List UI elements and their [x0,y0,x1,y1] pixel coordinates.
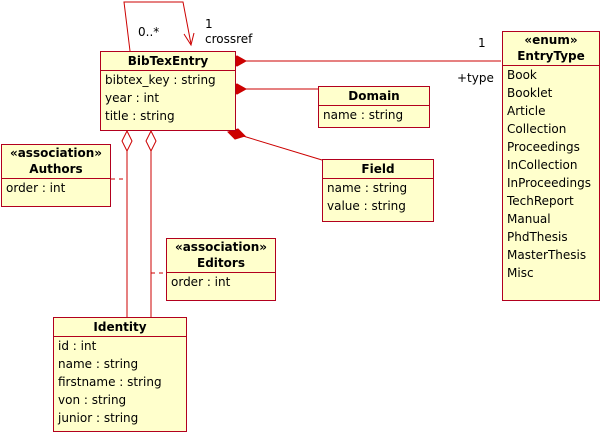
attribute-order: order : int [6,181,66,195]
enum-literal-book: Book [507,68,537,82]
association-stereotype: «association» [174,240,268,254]
attribute-bibtex-key: bibtex_key : string [105,73,216,87]
crossref-multiplicity-label: 0..* [138,25,160,39]
enum-literal-incollection: InCollection [507,158,578,172]
attribute-value: value : string [327,199,406,213]
enum-literal-booklet: Booklet [507,86,553,100]
class-name: BibTexEntry [127,54,209,68]
attribute-name: name : string [323,108,404,122]
class-bibtexentry[interactable]: BibTexEntry bibtex_key : string year : i… [100,51,236,131]
crossref-target-multiplicity-label: 1 [205,17,213,31]
class-name: Field [361,162,395,176]
association-name: Editors [197,256,245,270]
authors-aggregation-diamond [121,129,133,153]
association-class-authors[interactable]: «association» Authors order : int [1,144,111,207]
editors-aggregation-diamond [145,129,157,153]
attribute-firstname: firstname : string [58,375,162,389]
attribute-order: order : int [171,275,231,289]
association-class-editors[interactable]: «association» Editors order : int [166,238,276,301]
attribute-title: title : string [105,109,175,123]
association-name: Authors [29,162,83,176]
attribute-junior: junior : string [58,411,139,425]
association-stereotype: «association» [9,146,103,160]
enum-literal-article: Article [507,104,546,118]
attribute-von: von : string [58,393,127,407]
class-name: Identity [93,320,147,334]
attribute-year: year : int [105,91,160,105]
enum-literal-manual: Manual [507,212,551,226]
crossref-role-label: crossref [205,32,253,46]
crossref-arrowhead [183,32,195,47]
enum-literal-inproceedings: InProceedings [507,176,591,190]
crossref-self-association [123,1,192,52]
enum-entrytype[interactable]: «enum» EntryType Book Booklet Article Co… [502,31,600,301]
class-name: Domain [348,89,400,103]
attribute-name: name : string [58,357,139,371]
type-multiplicity-label: 1 [478,36,486,50]
enum-literal-techreport: TechReport [507,194,574,208]
enum-name: EntryType [517,49,585,63]
field-composition-line [242,135,323,161]
class-field[interactable]: Field name : string value : string [322,159,434,222]
attribute-id: id : int [58,339,97,353]
enum-literal-misc: Misc [507,266,534,280]
enum-literal-phdthesis: PhdThesis [507,230,568,244]
enum-literal-proceedings: Proceedings [507,140,580,154]
class-identity[interactable]: Identity id : int name : string firstnam… [53,317,187,432]
type-role-label: +type [457,71,494,85]
enum-literal-collection: Collection [507,122,567,136]
enum-stereotype: «enum» [524,33,578,47]
enum-literal-masterthesis: MasterThesis [507,248,587,262]
class-domain[interactable]: Domain name : string [318,86,430,128]
attribute-name: name : string [327,181,408,195]
